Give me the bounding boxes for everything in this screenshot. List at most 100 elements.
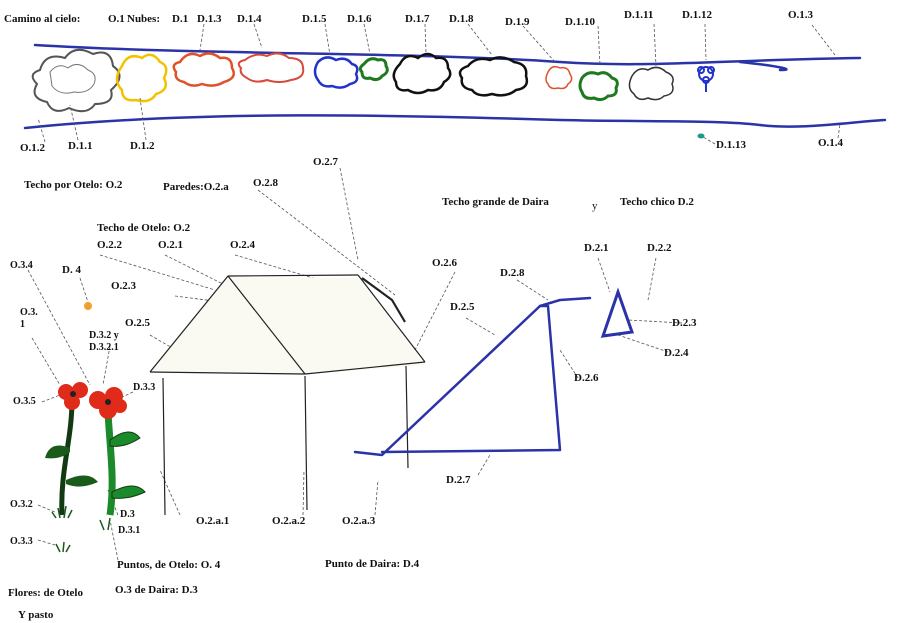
grass xyxy=(51,505,111,553)
label-o13: O.1.3 xyxy=(788,9,814,21)
label-d14: D.1.4 xyxy=(237,13,262,25)
cloud-d1-5 xyxy=(313,56,359,89)
label-o35: O.3.5 xyxy=(13,396,36,407)
heading-flores-codes: O.3 de Daira: D.3 xyxy=(115,584,198,596)
label-d24: D.2.4 xyxy=(664,347,689,359)
label-d15: D.1.5 xyxy=(302,13,327,25)
cloud-d1-8 xyxy=(458,56,529,97)
heading-techo-otelo: Techo por Otelo: O.2 xyxy=(24,179,123,191)
leaf-daira-2 xyxy=(111,485,146,499)
cloud-d1-2 xyxy=(115,53,168,103)
label-o2a3: O.2.a.3 xyxy=(342,515,376,527)
heading-y-pasto: Y pasto xyxy=(18,609,54,621)
wall-mid xyxy=(304,375,308,511)
label-d23: D.2.3 xyxy=(672,317,697,329)
label-o24: O.2.4 xyxy=(230,239,256,251)
label-o31-line2: 1 xyxy=(20,319,25,330)
leaf-otelo-1 xyxy=(45,445,70,459)
label-o23: O.2.3 xyxy=(111,280,137,292)
label-o12: O.1.2 xyxy=(20,142,46,154)
label-d113: D.1.13 xyxy=(716,139,746,151)
bloom-daira xyxy=(89,387,127,419)
dot-d4 xyxy=(84,302,92,310)
label-o33: O.3.3 xyxy=(10,536,33,547)
label-d31: D.3.1 xyxy=(118,525,141,536)
label-d17: D.1.7 xyxy=(405,13,430,25)
stem-otelo xyxy=(59,399,75,516)
label-d32y: D.3.2 y xyxy=(89,330,119,341)
label-o28: O.2.8 xyxy=(253,177,279,189)
sky-path-bottom xyxy=(23,114,887,130)
label-d19: D.1.9 xyxy=(505,16,530,28)
cloud-d1-10 xyxy=(578,71,619,102)
label-o31: O.3. xyxy=(20,307,38,318)
cloud-d1-4 xyxy=(237,52,305,83)
label-d110: D.1.10 xyxy=(565,16,595,28)
heading-nubes: Nubes: xyxy=(127,13,161,25)
code-camino: O.1 xyxy=(108,13,125,25)
heading-camino: Camino al cielo: xyxy=(4,13,81,25)
sky-path xyxy=(23,43,887,130)
label-d111: D.1.11 xyxy=(624,9,654,21)
flower-otelo xyxy=(45,382,98,516)
flower-daira xyxy=(89,387,146,516)
roof-front-slope xyxy=(227,275,306,375)
label-d13: D.1.3 xyxy=(197,13,222,25)
heading-y-connector: y xyxy=(592,200,598,212)
cloud-d1-7 xyxy=(392,52,452,95)
stem-daira xyxy=(104,411,116,516)
label-o2a2: O.2.a.2 xyxy=(272,515,306,527)
wall-left xyxy=(162,377,166,516)
roof-eave-right xyxy=(304,361,426,375)
roof-eave xyxy=(149,371,306,375)
roof-ridge xyxy=(227,274,359,277)
cloud-d1-1-inner xyxy=(49,64,96,94)
cloud-d1-9 xyxy=(545,65,573,90)
dot-d1-13 xyxy=(697,133,705,139)
label-d18: D.1.8 xyxy=(449,13,474,25)
label-d26: D.2.6 xyxy=(574,372,599,384)
heading-paredes: Paredes:O.2.a xyxy=(163,181,229,193)
daira-big-roof xyxy=(353,296,592,457)
label-d112: D.1.12 xyxy=(682,9,712,21)
roof-left-slope xyxy=(149,275,229,373)
label-d3: D.3 xyxy=(120,509,135,520)
roof-fill xyxy=(150,277,425,375)
label-d12: D.1.2 xyxy=(130,140,155,152)
leaf-otelo-2 xyxy=(66,475,98,487)
leader-lines xyxy=(27,23,841,561)
label-o14: O.1.4 xyxy=(818,137,844,149)
cloud-d1-1 xyxy=(31,48,121,113)
sky-path-top-end xyxy=(738,60,788,72)
label-o21: O.2.1 xyxy=(158,239,184,251)
label-o2a1: O.2.a.1 xyxy=(196,515,230,527)
cloud-d1-11 xyxy=(628,66,674,101)
label-d33: D.3.3 xyxy=(133,382,156,393)
cloud-d1-3 xyxy=(172,52,235,87)
otelo-house xyxy=(149,274,426,516)
label-d4: D. 4 xyxy=(62,264,81,276)
label-d27: D.2.7 xyxy=(446,474,471,486)
label-o22: O.2.2 xyxy=(97,239,123,251)
heading-flores: Flores: de Otelo xyxy=(8,587,83,599)
label-d22: D.2.2 xyxy=(647,242,672,254)
heading-techo-chico: Techo chico D.2 xyxy=(620,196,694,208)
label-o34: O.3.4 xyxy=(10,260,33,271)
label-o26: O.2.6 xyxy=(432,257,458,269)
label-d21: D.2.1 xyxy=(584,242,609,254)
code-nubes: D.1 xyxy=(172,13,189,25)
label-d11: D.1.1 xyxy=(68,140,93,152)
cloud-d1-12 xyxy=(697,66,715,92)
roof-tip xyxy=(361,277,406,323)
label-o27: O.2.7 xyxy=(313,156,339,168)
label-d25: D.2.5 xyxy=(450,301,475,313)
label-d321: D.3.2.1 xyxy=(89,342,119,353)
heading-punto-daira: Punto de Daira: D.4 xyxy=(325,558,420,570)
label-o25: O.2.5 xyxy=(125,317,151,329)
cloud-d1-6 xyxy=(358,57,389,82)
leaf-daira-1 xyxy=(109,431,141,447)
heading-techo-daira: Techo grande de Daira xyxy=(442,196,549,208)
sky-path-top xyxy=(33,43,862,66)
